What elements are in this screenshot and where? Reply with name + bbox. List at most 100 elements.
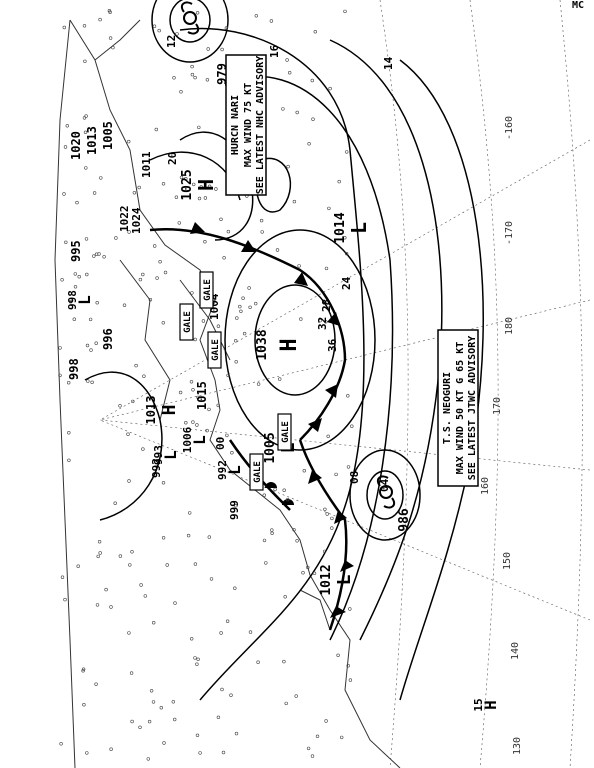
svg-text:GALE: GALE — [211, 339, 221, 361]
station-dot — [172, 76, 176, 80]
station-dot — [192, 182, 196, 187]
tropical-storm-icon — [376, 475, 396, 509]
station-dot — [62, 192, 66, 196]
station-dot — [90, 380, 94, 384]
svg-text:H: H — [277, 338, 302, 351]
station-dot — [108, 10, 112, 14]
station-dot — [306, 565, 310, 570]
station-dot — [81, 667, 86, 671]
station-dot — [97, 539, 102, 544]
coastlines — [54, 19, 401, 768]
svg-text:T.S. NEOGURI: T.S. NEOGURI — [442, 372, 453, 444]
front-symbols — [190, 222, 354, 618]
station-dot — [230, 451, 234, 455]
station-dot — [229, 693, 233, 697]
station-dot — [82, 702, 86, 707]
station-dot — [84, 166, 88, 170]
svg-text:998: 998 — [66, 290, 79, 310]
contour-labels: 12 16 20 24 28 32 36 14 04 08 00 — [165, 35, 395, 492]
gale-warning: GALE — [277, 413, 292, 451]
station-dot — [83, 130, 88, 135]
station-dot — [325, 512, 329, 516]
contour-label: 04 — [378, 478, 391, 492]
contour-label: 24 — [340, 276, 353, 290]
station-dot — [152, 24, 157, 28]
isobar-label: 1011 — [140, 151, 153, 178]
station-dot — [94, 682, 98, 686]
low-pressure-center: L 1012 — [319, 564, 355, 595]
station-dot — [216, 403, 220, 408]
station-dot — [94, 252, 99, 256]
station-dot — [193, 656, 197, 660]
station-dot — [297, 264, 301, 268]
svg-text:GALE: GALE — [183, 311, 193, 333]
station-dot — [283, 595, 287, 599]
station-dot — [109, 747, 113, 751]
station-dot — [241, 296, 245, 300]
station-dot — [130, 719, 134, 724]
station-dot — [207, 407, 211, 412]
svg-text:1005: 1005 — [263, 432, 278, 463]
station-dot — [147, 719, 152, 724]
station-dot — [60, 575, 65, 579]
station-dot — [77, 275, 81, 279]
station-dot — [214, 187, 218, 191]
station-dot — [95, 301, 99, 305]
station-dot — [75, 200, 79, 205]
svg-text:1025: 1025 — [180, 169, 195, 200]
station-dot — [343, 236, 347, 240]
svg-text:GALE: GALE — [253, 461, 263, 483]
station-dot — [346, 394, 350, 398]
station-dot — [99, 176, 103, 180]
isobar-label: 1022 — [118, 206, 131, 233]
contour-label: 32 — [316, 317, 329, 330]
station-dot — [256, 660, 260, 664]
station-dot — [292, 199, 297, 204]
svg-text:GALE: GALE — [281, 421, 291, 443]
station-dot — [247, 286, 251, 290]
station-dot — [66, 381, 71, 385]
svg-text:GALE: GALE — [203, 279, 213, 301]
station-dot — [173, 717, 177, 722]
station-dot — [299, 317, 303, 321]
station-dot — [98, 17, 102, 22]
pressure-centers: H 1038 H 1025 H 1013 H 15 L 979 L 1014 L… — [66, 63, 500, 711]
longitude-label: 170 — [492, 397, 503, 415]
station-dot — [346, 465, 351, 469]
contour-label: 16 — [268, 44, 281, 58]
station-dot — [165, 563, 169, 567]
station-dot — [282, 488, 286, 492]
station-dot — [198, 751, 202, 755]
station-dot — [141, 272, 145, 277]
station-dot — [137, 185, 141, 190]
station-dot — [324, 719, 328, 723]
isobar-label: 998 — [67, 358, 81, 380]
station-dot — [233, 586, 237, 590]
station-dot — [286, 164, 290, 169]
svg-text:1014: 1014 — [333, 212, 348, 243]
station-dot — [323, 507, 327, 511]
station-dot — [330, 526, 334, 530]
station-dot — [111, 45, 115, 50]
station-dot — [141, 447, 145, 451]
station-dot — [191, 420, 195, 424]
station-dot — [306, 746, 311, 751]
svg-text:H: H — [194, 179, 218, 191]
isobar-label: 1015 — [195, 381, 209, 410]
station-dot — [82, 24, 87, 28]
station-dot — [58, 346, 62, 350]
station-dot — [234, 504, 238, 508]
station-dot — [262, 538, 267, 543]
station-dot — [286, 497, 290, 502]
gale-warning: GALE — [249, 453, 264, 491]
station-dot — [139, 583, 143, 587]
station-dot — [346, 663, 350, 668]
svg-text:986: 986 — [397, 508, 412, 532]
station-dot — [82, 116, 87, 120]
station-dot — [219, 217, 223, 222]
low-pressure-center: L 992 — [216, 460, 244, 480]
station-dot — [284, 701, 288, 706]
station-dot — [345, 150, 349, 154]
contour-label: 28 — [320, 299, 333, 312]
station-dot — [219, 631, 223, 635]
